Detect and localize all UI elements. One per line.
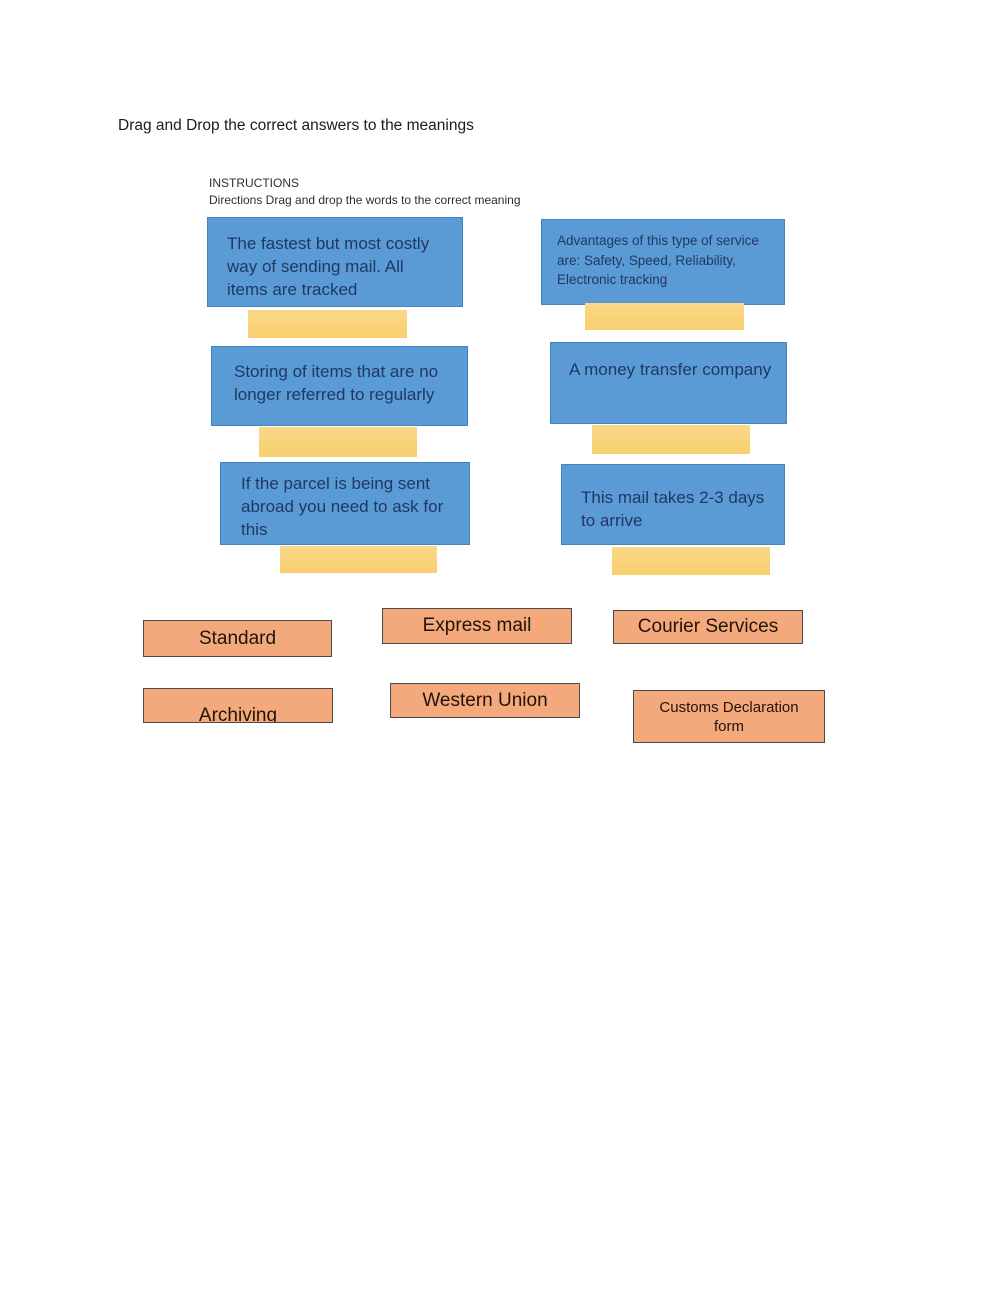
worksheet-title: Drag and Drop the correct answers to the… <box>118 117 474 134</box>
drop-zone-2[interactable] <box>585 303 744 330</box>
definition-box-1: The fastest but most costly way of sendi… <box>207 217 463 307</box>
answer-customs-declaration-form[interactable]: Customs Declaration form <box>633 690 825 743</box>
drop-zone-5[interactable] <box>280 546 437 573</box>
answer-standard[interactable]: Standard <box>143 620 332 657</box>
answer-express-mail-label: Express mail <box>422 615 532 636</box>
definition-box-2: Advantages of this type of service are: … <box>541 219 785 305</box>
answer-archiving-label: Archiving <box>198 705 278 723</box>
answer-standard-label: Standard <box>198 627 277 649</box>
answer-archiving[interactable]: Archiving <box>143 688 333 723</box>
definition-box-4: A money transfer company <box>550 342 787 424</box>
answer-western-union[interactable]: Western Union <box>390 683 580 718</box>
drop-zone-6[interactable] <box>612 547 770 575</box>
instructions-text: Directions Drag and drop the words to th… <box>209 192 521 207</box>
answer-courier-services[interactable]: Courier Services <box>613 610 803 644</box>
drop-zone-1[interactable] <box>248 310 407 338</box>
answer-western-union-label: Western Union <box>422 689 548 711</box>
instructions-heading: INSTRUCTIONS <box>209 176 299 190</box>
drop-zone-4[interactable] <box>592 425 750 454</box>
drop-zone-3[interactable] <box>259 427 417 457</box>
definition-box-3: Storing of items that are no longer refe… <box>211 346 468 426</box>
answer-customs-declaration-form-label: Customs Declaration form <box>659 698 799 735</box>
definition-box-6: This mail takes 2-3 days to arrive <box>561 464 785 545</box>
answer-courier-services-label: Courier Services <box>637 616 779 637</box>
definition-box-5: If the parcel is being sent abroad you n… <box>220 462 470 545</box>
answer-express-mail[interactable]: Express mail <box>382 608 572 644</box>
instructions-block: INSTRUCTIONS Directions Drag and drop th… <box>209 175 521 208</box>
